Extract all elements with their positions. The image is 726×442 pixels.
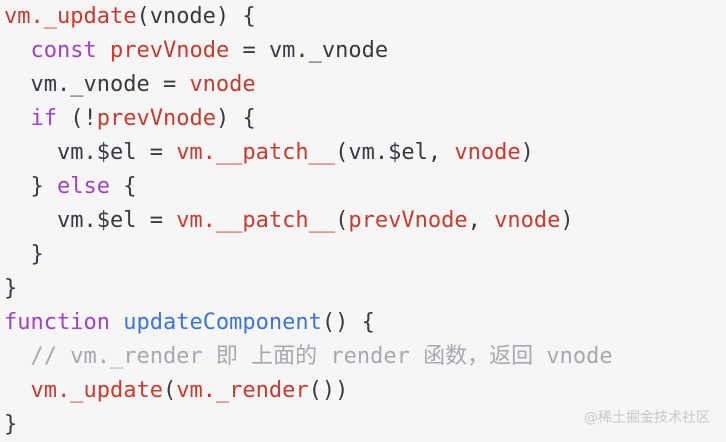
code-line: vm.$el = vm.__patch__(vm.$el, vnode) (4, 136, 726, 170)
code-token (4, 378, 31, 403)
code-line: } (4, 238, 726, 272)
code-token (97, 38, 110, 63)
code-token: = vm._vnode (229, 38, 389, 63)
code-token: (vnode) { (136, 4, 256, 29)
code-token: function (4, 310, 110, 335)
code-token: vnode (494, 208, 561, 233)
code-token: { (109, 174, 137, 199)
code-token: else (56, 174, 110, 199)
code-line: vm._vnode = vnode (4, 68, 726, 102)
code-token: } (4, 412, 18, 437)
code-token: const (30, 38, 97, 63)
code-token (4, 106, 31, 131)
code-token: } (4, 242, 44, 267)
code-token (110, 310, 123, 335)
code-token: prevVnode (348, 208, 468, 233)
code-token: vm._vnode = (4, 72, 190, 97)
code-token: ) (560, 208, 574, 233)
code-token: () { (321, 310, 375, 335)
code-line: vm._update(vnode) { (4, 0, 726, 34)
code-token: prevVnode (96, 106, 216, 131)
code-token: vm._update (30, 378, 163, 403)
code-token: } (4, 276, 18, 301)
code-token: (! (57, 106, 97, 131)
code-token: vnode (454, 140, 521, 165)
code-token: // vm._render 即 上面的 render 函数，返回 vnode (4, 344, 613, 369)
code-line: } (4, 408, 726, 442)
code-line: vm._update(vm._render()) (4, 374, 726, 408)
code-token: prevVnode (109, 38, 230, 63)
code-token: ( (162, 378, 177, 403)
code-token: } (4, 174, 57, 199)
code-token: , (467, 208, 495, 233)
code-token: vm._update (4, 4, 137, 29)
code-line: } (4, 272, 726, 306)
code-line: } else { (4, 170, 726, 204)
code-line: // vm._render 即 上面的 render 函数，返回 vnode (4, 340, 726, 374)
code-token: ) (520, 140, 534, 165)
code-line: if (!prevVnode) { (4, 102, 726, 136)
code-line: function updateComponent() { (4, 306, 726, 340)
code-token: if (30, 106, 58, 131)
code-token: vnode (189, 72, 256, 97)
code-line: const prevVnode = vm._vnode (4, 34, 726, 68)
code-token: vm.__patch__ (176, 140, 336, 165)
code-token: vm.__patch__ (176, 208, 336, 233)
watermark: @稀土掘金技术社区 (584, 410, 710, 426)
code-token: ( (335, 208, 349, 233)
code-token: (vm.$el, (335, 140, 455, 165)
code-token: ) { (215, 106, 256, 131)
code-token: ()) (308, 378, 349, 403)
code-token: vm.$el = (4, 208, 177, 233)
code-token: updateComponent (123, 310, 322, 335)
code-token: vm._render (176, 378, 309, 403)
code-token: vm.$el = (4, 140, 177, 165)
code-line: vm.$el = vm.__patch__(prevVnode, vnode) (4, 204, 726, 238)
code-token (4, 38, 31, 63)
